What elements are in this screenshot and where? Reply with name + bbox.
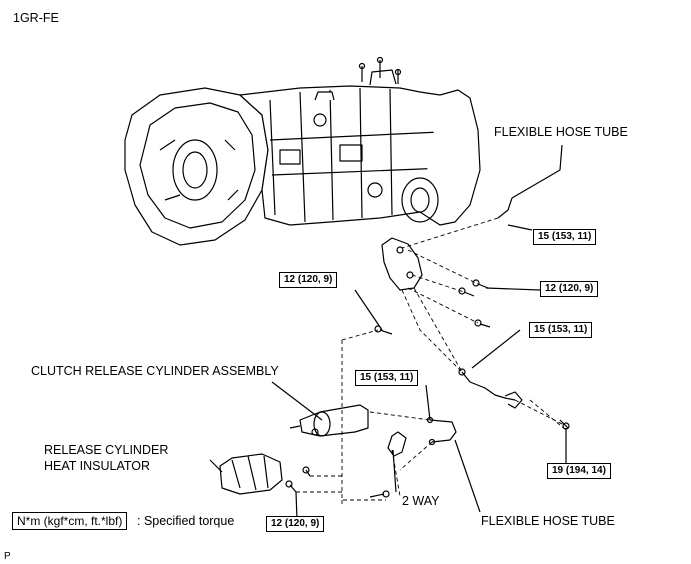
heat-insulator-drawing bbox=[219, 453, 283, 495]
label-flexible-hose-tube-bottom: FLEXIBLE HOSE TUBE bbox=[481, 514, 615, 528]
legend-unit-box: N*m (kgf*cm, ft.*lbf) bbox=[12, 512, 128, 530]
label-insulator-line1: RELEASE CYLINDER bbox=[44, 443, 169, 457]
torque-hose-tube-upper: 15 (153, 11) bbox=[533, 229, 597, 245]
torque-hose-tube-right: 15 (153, 11) bbox=[529, 322, 593, 338]
engine-code: 1GR-FE bbox=[13, 11, 59, 25]
label-clutch-release-cylinder: CLUTCH RELEASE CYLINDER ASSEMBLY bbox=[31, 364, 279, 378]
transmission-assembly-drawing bbox=[124, 56, 481, 246]
clutch-release-cylinder-drawing bbox=[289, 404, 369, 437]
legend-text: : Specified torque bbox=[137, 514, 235, 528]
hose-tube-right-drawing bbox=[461, 371, 516, 401]
label-two-way: 2 WAY bbox=[402, 494, 440, 508]
label-flexible-hose-tube-top: FLEXIBLE HOSE TUBE bbox=[494, 125, 628, 139]
two-way-union-drawing bbox=[387, 431, 407, 457]
torque-hose-tube-center: 15 (153, 11) bbox=[355, 370, 419, 386]
torque-bracket-bolt-left: 12 (120, 9) bbox=[279, 272, 338, 288]
torque-bracket-bolt-right: 12 (120, 9) bbox=[540, 281, 599, 297]
label-insulator-line2: HEAT INSULATOR bbox=[44, 459, 151, 473]
torque-insulator-bolt: 12 (120, 9) bbox=[266, 516, 325, 532]
flexible-hose-tube-upper-drawing bbox=[497, 197, 513, 219]
hose-tube-center-drawing bbox=[429, 419, 457, 443]
torque-bolt-lower-right: 19 (194, 14) bbox=[547, 463, 611, 479]
bracket-drawing bbox=[381, 237, 423, 291]
footer-code: P bbox=[4, 551, 11, 562]
